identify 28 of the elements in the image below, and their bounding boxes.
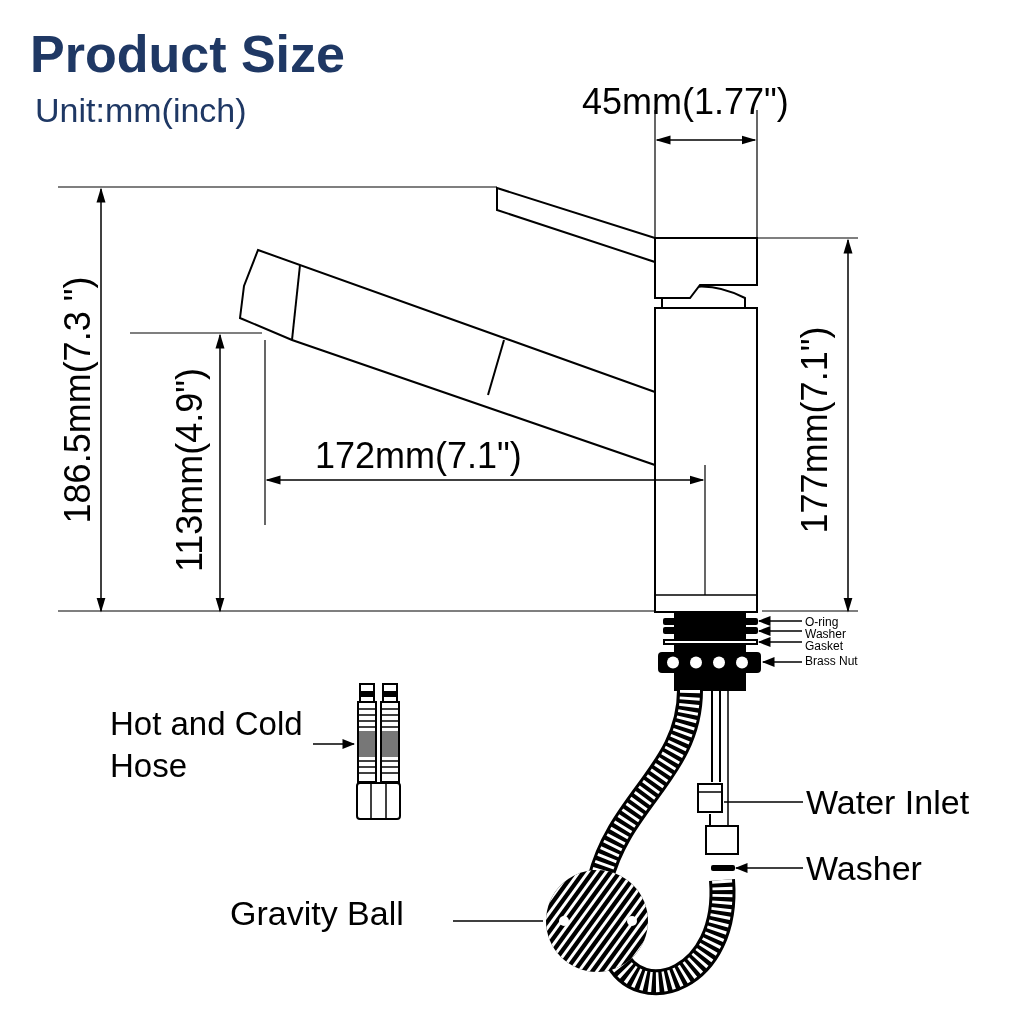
part-label: Washer [805, 628, 865, 641]
dimension-label: 177mm(7.1") [797, 326, 833, 534]
dimension-label: 113mm(4.9") [172, 367, 208, 573]
leader-line [757, 615, 803, 627]
part-label: Brass Nut [805, 654, 885, 669]
leader-line [734, 862, 804, 874]
part-label: Gasket [805, 640, 865, 653]
leader-line [723, 801, 804, 803]
hose-pair-drawing [355, 683, 402, 822]
part-label: Hot and Cold Hose [110, 703, 310, 787]
leader-line [757, 636, 803, 648]
inlet-connector [697, 780, 723, 814]
dimension-label: 172mm(7.1") [315, 434, 522, 478]
gravity-ball [544, 868, 650, 974]
washer-ring [711, 865, 735, 871]
leader-line [757, 625, 803, 637]
unit-note: Unit:mm(inch) [35, 90, 247, 131]
leader-line [312, 738, 356, 750]
title: Product Size [30, 24, 345, 85]
dimension-label: 45mm(1.77") [582, 80, 789, 124]
part-label: Gravity Ball [230, 890, 450, 936]
part-label: O-ring [805, 616, 865, 629]
dimension-label: 186.5mm(7.3 ") [60, 276, 96, 524]
leader-line [761, 656, 803, 668]
part-label: Washer [806, 846, 956, 890]
gasket-ring [663, 639, 758, 645]
leader-line [452, 920, 544, 922]
part-label: Water Inlet [806, 780, 1016, 824]
